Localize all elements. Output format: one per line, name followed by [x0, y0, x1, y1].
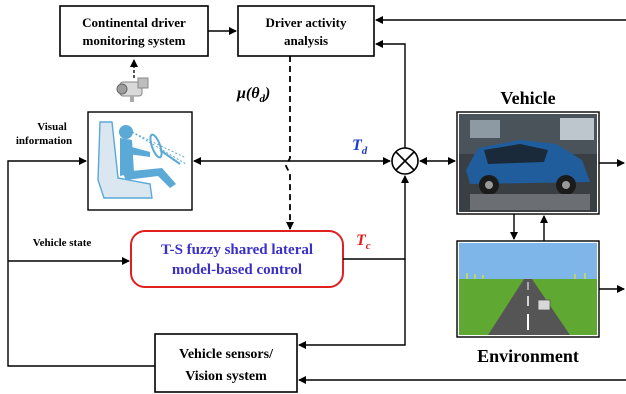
camera-icon: [116, 77, 149, 102]
activity-line-1: Driver activity: [266, 15, 347, 30]
visual-info-line-2: information: [16, 135, 72, 147]
sensors-line-1: Vehicle sensors/: [179, 347, 274, 362]
connections: [7, 16, 626, 384]
tc-label: Tc: [356, 232, 371, 252]
vehicle-photo: [456, 111, 600, 215]
visual-info-arrow: [7, 157, 155, 367]
monitoring-line-1: Continental driver: [82, 15, 186, 30]
road-scene-image: [456, 240, 600, 338]
summing-junction-icon: [391, 147, 419, 175]
mu-theta-label: μ(θd): [236, 85, 270, 105]
vehicle-label: Vehicle: [500, 88, 555, 108]
sensors-junction-arrow: [298, 259, 406, 349]
junction-to-activity-arrow: [375, 40, 406, 148]
vehicle-state-label: Vehicle state: [33, 237, 92, 249]
environment-label: Environment: [477, 346, 579, 366]
driver-seat-icon: [87, 111, 193, 211]
activity-line-2: analysis: [284, 33, 328, 48]
controller-line-1: T-S fuzzy shared lateral: [161, 242, 313, 258]
controller-box: T-S fuzzy shared lateral model-based con…: [130, 230, 344, 288]
sensors-line-2: Vision system: [185, 369, 267, 384]
visual-info-line-1: Visual: [37, 121, 67, 133]
driver-activity-box: Driver activity analysis: [237, 5, 375, 57]
mu-dashed-arrow: [284, 56, 294, 230]
controller-line-2: model-based control: [172, 262, 302, 278]
monitoring-line-2: monitoring system: [83, 33, 186, 48]
monitoring-system-box: Continental driver monitoring system: [59, 5, 209, 57]
td-label: Td: [352, 137, 368, 157]
tc-arrow: [343, 175, 409, 260]
sensors-box: Vehicle sensors/ Vision system: [154, 333, 298, 393]
